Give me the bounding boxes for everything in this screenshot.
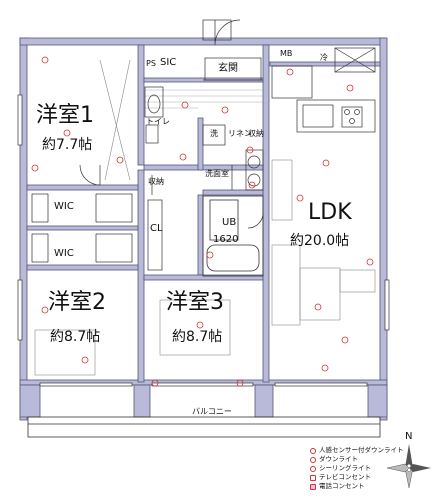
outlet-marker — [63, 129, 71, 137]
room-ps: PS — [146, 59, 156, 68]
room-washroom: 洗面室 — [205, 169, 229, 178]
legend: 人感センサー付ダウンライト ダウンライト シーリングライト テレビコンセント 電… — [310, 446, 404, 491]
room-western2-size: 約8.7帖 — [50, 329, 101, 345]
room-western1-name: 洋室1 — [36, 103, 94, 128]
outlet-marker — [286, 68, 294, 76]
outlet-marker — [41, 56, 49, 64]
sensor-light-icon — [310, 447, 316, 454]
room-ub-size: 1620 — [213, 234, 239, 245]
room-ldk-size: 約20.0帖 — [290, 233, 350, 249]
room-ub-name: UB — [222, 217, 237, 228]
windows — [17, 94, 390, 387]
room-wash: 洗 — [210, 129, 218, 138]
phone-outlet-icon — [310, 483, 316, 490]
compass-north-label: N — [405, 431, 413, 442]
outlet-marker — [366, 258, 374, 266]
outlet-marker — [81, 356, 89, 364]
legend-label: ダウンライト — [319, 455, 358, 463]
balcony-label: バルコニー — [192, 407, 232, 416]
room-wic2: WIC — [54, 248, 74, 259]
tv-outlet-icon — [310, 474, 316, 481]
washroom-fixtures — [202, 124, 264, 191]
compass: N — [384, 432, 434, 492]
room-wic1: WIC — [54, 201, 74, 212]
room-linen: リネン — [228, 129, 252, 138]
bath-fixture — [202, 195, 264, 277]
outlet-marker — [314, 303, 322, 311]
room-sic: SIC — [160, 57, 177, 68]
room-furniture — [34, 59, 231, 376]
outlet-marker — [196, 321, 204, 329]
outlet-markers — [31, 56, 374, 387]
living-furniture — [271, 159, 376, 326]
room-storage2: 収納 — [148, 177, 164, 186]
entrance-area — [202, 19, 263, 81]
room-fridge: 冷 — [320, 53, 328, 62]
legend-item: 電話コンセント — [310, 482, 404, 491]
outlet-marker — [296, 194, 304, 202]
outlet-marker — [31, 164, 39, 172]
outlet-marker — [346, 84, 354, 92]
legend-label: 電話コンセント — [319, 482, 365, 490]
room-toilet: トイレ — [146, 117, 170, 126]
legend-label: 人感センサー付ダウンライト — [319, 446, 404, 454]
doors — [79, 19, 264, 229]
room-western2-name: 洋室2 — [48, 290, 106, 315]
legend-item: ダウンライト — [310, 455, 404, 464]
room-storage1: 収納 — [248, 129, 264, 138]
outlet-marker — [221, 106, 229, 114]
outlet-marker — [248, 181, 256, 189]
balcony — [27, 416, 381, 438]
compass-rose-icon — [386, 444, 431, 489]
room-mb: MB — [280, 49, 293, 58]
outlet-marker — [181, 101, 189, 109]
toilet-fixture — [144, 86, 164, 144]
room-ldk-name: LDK — [308, 200, 352, 225]
room-cl: CL — [150, 223, 163, 234]
closets — [31, 193, 163, 271]
legend-label: シーリングライト — [319, 464, 371, 472]
hall-floor — [144, 89, 263, 109]
outlet-marker — [179, 153, 187, 161]
outlet-marker — [236, 379, 244, 387]
downlight-icon — [310, 456, 316, 463]
outlet-marker — [321, 364, 329, 372]
legend-label: テレビコンセント — [319, 473, 371, 481]
walls — [19, 37, 388, 421]
legend-item: シーリングライト — [310, 464, 404, 473]
outlet-marker — [41, 306, 49, 314]
room-western3-name: 洋室3 — [166, 290, 224, 315]
ceiling-light-icon — [310, 465, 316, 472]
outlet-marker — [116, 156, 124, 164]
outlet-marker — [341, 336, 349, 344]
room-entrance: 玄関 — [218, 63, 238, 74]
outlet-marker — [322, 159, 330, 167]
outlet-marker — [246, 146, 254, 154]
room-western3-size: 約8.7帖 — [172, 329, 223, 345]
room-western1-size: 約7.7帖 — [42, 137, 93, 153]
legend-item: テレビコンセント — [310, 473, 404, 482]
outlet-marker — [206, 251, 214, 259]
legend-item: 人感センサー付ダウンライト — [310, 446, 404, 455]
kitchen — [271, 47, 376, 133]
outlet-marker — [151, 379, 159, 387]
